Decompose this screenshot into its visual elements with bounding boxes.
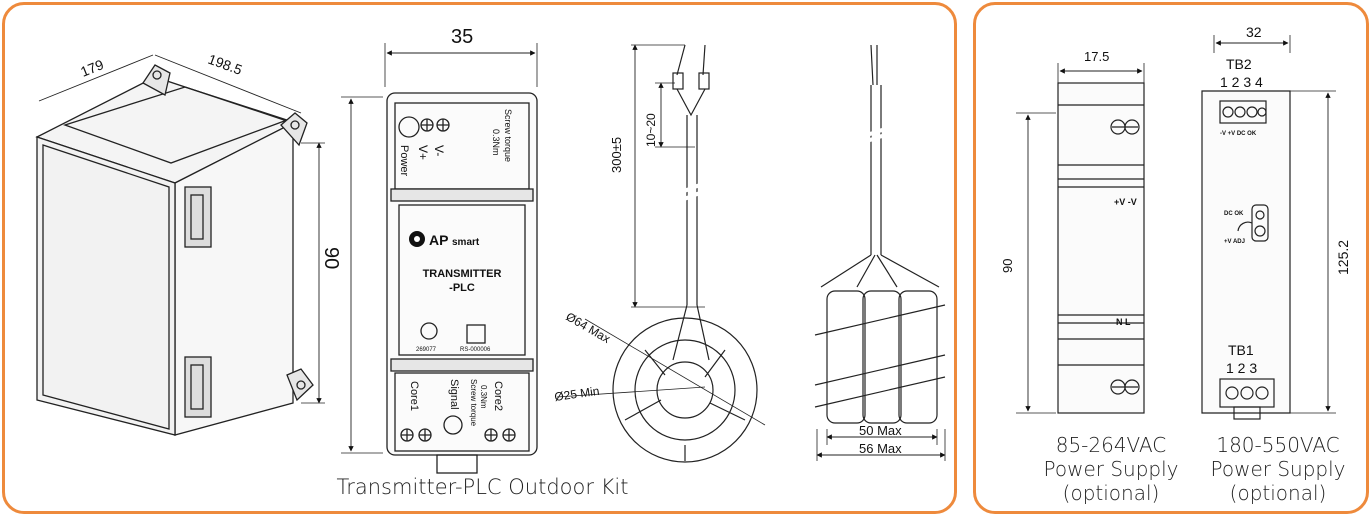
screw-torque-top: Screw torque <box>503 109 513 162</box>
ct-dim-strip: 10~20 <box>644 113 658 147</box>
transmitter-dim-width: 35 <box>451 26 473 48</box>
ct-front-dim-inner: 50 Max <box>859 423 902 438</box>
psu2-caption: 180-550VAC Power Supply (optional) <box>1184 433 1366 505</box>
psu1-caption-line3: (optional) <box>1062 481 1160 505</box>
csa-number: 269077 <box>416 347 437 353</box>
ct-front-drawing <box>814 44 946 461</box>
psu2-dc-ok: DC OK <box>1224 211 1244 217</box>
kit-drawing: 179 198.5 90 35 Power V+ V- Screw torque… <box>35 26 946 474</box>
psu2-tb1: TB1 <box>1228 342 1254 358</box>
psu2-caption-line2: Power Supply <box>1210 457 1346 481</box>
transmitter-v-plus: V+ <box>416 145 430 160</box>
psu1-dim-height: 90 <box>1000 259 1015 273</box>
enclosure-dim-depth: 198.5 <box>206 51 245 78</box>
rs-number: RS-000006 <box>460 347 491 353</box>
screw-torque-bottom: Screw torque <box>469 379 478 427</box>
torque-value-bottom: 0.3Nm <box>479 385 488 409</box>
psu1-out-label: +V -V <box>1114 197 1137 207</box>
psu-drawing: 17.5 90 +V -V N L 32 125.2 TB2 1 2 3 4 -… <box>1000 24 1351 420</box>
psu2-drawing <box>1201 35 1336 420</box>
psu1-caption-line2: Power Supply <box>1043 457 1179 481</box>
psu1-in-label: N L <box>1116 317 1131 327</box>
enclosure-dim-height: 90 <box>320 247 342 269</box>
psu2-tb2-pins: 1 2 3 4 <box>1220 74 1263 90</box>
ct-dim-inner: Ø25 Min <box>553 384 600 404</box>
psu2-caption-line1: 180-550VAC <box>1216 433 1340 457</box>
psu2-dim-height: 125.2 <box>1335 240 1351 275</box>
ct-dim-cable: 300±5 <box>609 137 624 173</box>
psu2-v-adj: +V ADJ <box>1224 239 1245 245</box>
psu2-tb2: TB2 <box>1226 56 1252 72</box>
model-line1: TRANSMITTER <box>423 268 502 280</box>
transmitter-v-minus: V- <box>432 145 446 156</box>
ct-dim-outer: Ø64 Max <box>564 309 613 345</box>
brand-ap: AP <box>429 232 448 248</box>
kit-caption: Transmitter-PLC Outdoor Kit <box>336 475 629 499</box>
enclosure-drawing <box>35 54 325 436</box>
transmitter-power-label: Power <box>398 145 410 177</box>
torque-value-top: 0.3Nm <box>491 129 501 156</box>
ct-side-drawing <box>556 44 766 463</box>
transmitter-drawing <box>341 43 538 474</box>
psu2-caption-line3: (optional) <box>1229 481 1327 505</box>
psu1-caption-line1: 85-264VAC <box>1055 433 1167 457</box>
model-line2: -PLC <box>449 282 475 294</box>
core1-label: Core1 <box>408 381 420 411</box>
ct-front-dim-outer: 56 Max <box>859 441 902 456</box>
psu2-tb1-pins: 1 2 3 <box>1226 360 1257 376</box>
enclosure-dim-width: 179 <box>78 56 106 80</box>
signal-label: Signal <box>448 379 460 410</box>
psu2-tb2-sub: -V +V DC OK <box>1220 131 1257 137</box>
core2-label: Core2 <box>492 381 504 411</box>
apsmart-logo: AP smart <box>409 231 480 248</box>
psu1-drawing <box>1016 63 1145 414</box>
brand-rest: smart <box>452 237 480 248</box>
psu2-dim-width: 32 <box>1246 24 1262 40</box>
kit-panel: 179 198.5 90 35 Power V+ V- Screw torque… <box>2 2 957 514</box>
psu1-caption: 85-264VAC Power Supply (optional) <box>1016 433 1206 505</box>
psu1-dim-width: 17.5 <box>1084 49 1109 64</box>
psu-panel: 17.5 90 +V -V N L 32 125.2 TB2 1 2 3 4 -… <box>973 2 1369 514</box>
